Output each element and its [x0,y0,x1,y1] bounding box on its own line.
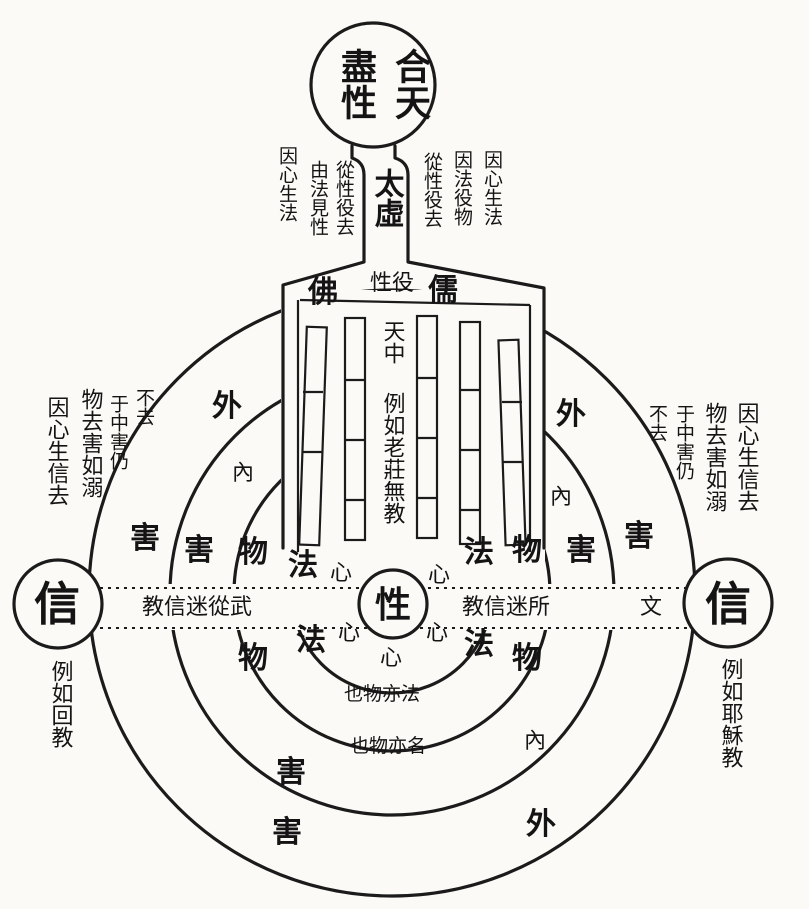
band-left-text: 教信迷從武 [142,595,252,620]
harm-lower-2: 害 [272,815,302,850]
ladder-column [458,320,482,546]
harm-outer-left: 害 [130,521,160,556]
wu-right: 物 [512,533,542,568]
band-edges [100,587,690,629]
arc-inner-text: 也物亦法 [344,683,420,705]
harm-inner-left: 害 [184,533,214,568]
top-right-text: 合天 [389,48,431,120]
xin-bottom: 心 [380,646,402,671]
right-caption: 例如耶穌教 [718,658,744,768]
band-right-end: 文 [640,595,662,620]
left-note-3: 物去害如溺 [78,388,104,498]
left-note-1: 不去 [133,388,155,426]
inner-label-upper-right: 內 [550,485,572,510]
ladder-column [298,325,328,547]
inner-label-upper-left: 內 [232,461,254,486]
inner-label-lower: 內 [524,729,546,754]
xin-lower-right: 心 [426,621,448,646]
xin-upper-right: 心 [428,563,450,588]
neck-label: 太虛 [369,168,405,228]
band-right-text: 教信迷所 [462,595,550,620]
xin-upper-left: 心 [330,561,352,586]
neck-note-right-outer: 因心生法 [481,150,503,226]
left-note-4: 因心生信去 [44,396,70,506]
right-note-3: 物去害如溺 [702,402,728,512]
xin-right: 信 [705,577,751,631]
ladder-rungs [303,376,522,512]
left-note-2: 于中害仍 [107,394,129,470]
top-circle [309,21,437,149]
right-note-1: 不去 [646,404,668,442]
fo-label: 佛 [307,275,338,310]
outer-label-upper-right: 外 [556,397,586,432]
xing-yi-label: 性役 [370,271,414,296]
fa-lower-right: 法 [464,627,494,662]
left-circle [12,558,104,650]
neck-note-right-inner: 從性役去 [421,152,443,228]
right-note-4: 因心生信去 [734,402,760,512]
neck-note-left-mid: 由法見性 [307,160,329,236]
ladder-column [415,314,439,540]
right-circle [682,557,774,649]
tower-outline [281,144,546,550]
wu-lower-right: 物 [512,641,542,676]
outer-label-lower: 外 [526,807,556,842]
fa-lower-left: 法 [296,623,326,658]
wu-left: 物 [238,535,268,570]
xin-left: 信 [34,577,80,631]
fa-upper-left: 法 [288,548,318,583]
outer-label-upper-left: 外 [212,389,242,424]
wu-lower-left: 物 [238,641,268,676]
xing-center: 性 [375,584,411,626]
center-heading: 天中 [380,320,406,364]
harm-inner-right: 害 [566,533,596,568]
tower-inner-walls [296,298,532,552]
neck-note-left-outer: 因心生法 [276,146,298,222]
fa-upper-right: 法 [464,535,494,570]
harm-lower-1: 害 [276,755,306,790]
ru-label: 儒 [428,273,458,308]
xin-lower-left: 心 [338,621,360,646]
ladder-column [343,316,367,542]
top-left-text: 盡性 [335,48,377,120]
neck-note-right-mid: 因法役物 [451,150,473,226]
neck-note-left-inner: 從性役去 [333,160,355,236]
center-circle [357,568,429,640]
arc-outer-text: 也物亦名 [350,735,426,757]
left-caption: 例如回教 [48,660,74,748]
right-note-2: 于中害仍 [673,404,695,480]
ladder-columns [298,314,527,547]
harm-outer-right: 害 [624,519,654,554]
center-body: 例如老莊無教 [380,392,406,524]
ladder-column [497,338,527,547]
